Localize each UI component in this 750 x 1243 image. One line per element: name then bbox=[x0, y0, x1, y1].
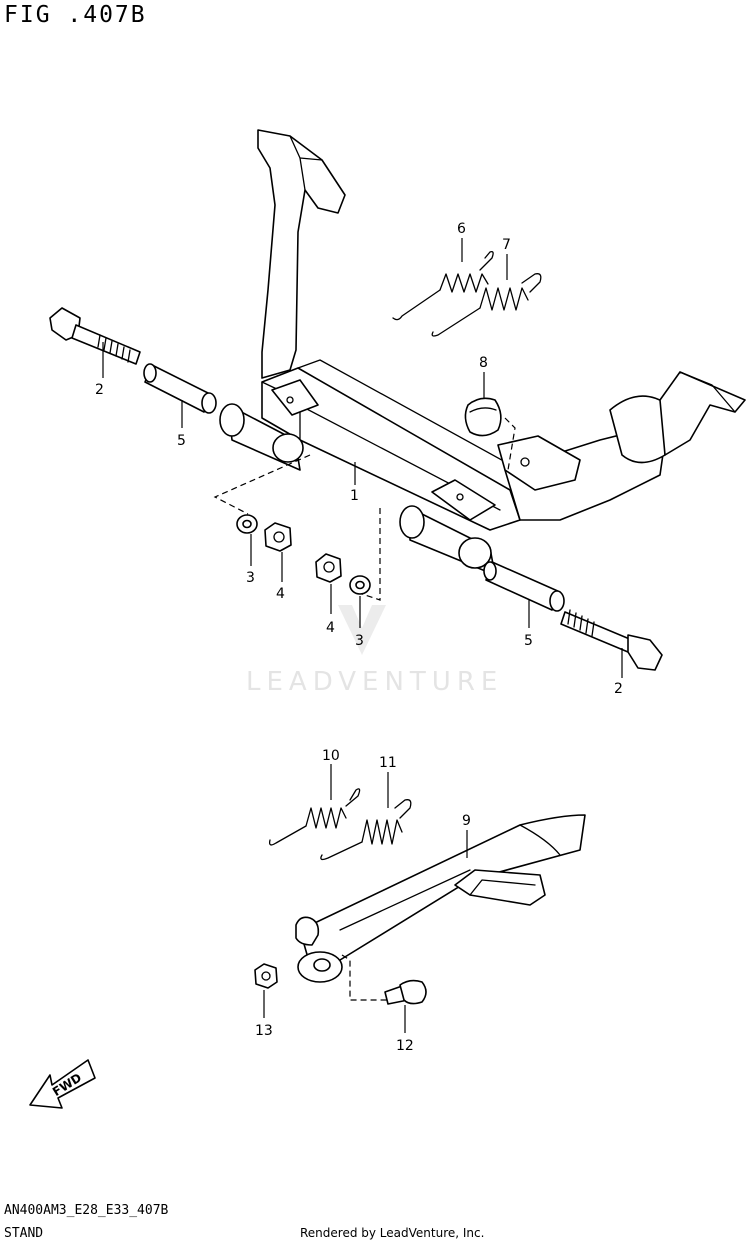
side-stand-part-9[interactable] bbox=[295, 814, 586, 983]
callout-13: 13 bbox=[255, 990, 273, 1039]
callout-2-right: 2 bbox=[614, 648, 623, 697]
pivot-bolt-part-12[interactable] bbox=[384, 979, 427, 1005]
svg-text:3: 3 bbox=[246, 570, 255, 586]
nut-part-13[interactable] bbox=[254, 963, 278, 989]
spring-part-10[interactable] bbox=[268, 788, 361, 846]
spring-part-11[interactable] bbox=[320, 799, 412, 861]
callout-10: 10 bbox=[322, 748, 340, 800]
callout-11: 11 bbox=[379, 755, 397, 808]
svg-text:12: 12 bbox=[396, 1038, 414, 1054]
svg-text:5: 5 bbox=[177, 433, 186, 449]
collar-part-5-left[interactable] bbox=[143, 363, 217, 414]
model-code: AN400AM3_E28_E33_407B bbox=[4, 1203, 169, 1218]
svg-text:9: 9 bbox=[462, 813, 471, 829]
washer-part-3-right[interactable] bbox=[349, 575, 371, 595]
svg-text:6: 6 bbox=[457, 221, 466, 237]
nut-part-4-right[interactable] bbox=[315, 553, 342, 583]
callout-5-left: 5 bbox=[177, 400, 186, 449]
callout-8: 8 bbox=[479, 355, 488, 398]
callout-4-left: 4 bbox=[276, 552, 285, 602]
washer-part-3-left[interactable] bbox=[236, 514, 258, 534]
callout-9: 9 bbox=[462, 813, 471, 858]
svg-text:4: 4 bbox=[326, 620, 335, 636]
spring-part-6[interactable] bbox=[392, 250, 494, 321]
callout-5-right: 5 bbox=[524, 600, 533, 649]
svg-text:10: 10 bbox=[322, 748, 340, 764]
svg-text:2: 2 bbox=[95, 382, 104, 398]
callout-3-right: 3 bbox=[355, 596, 364, 649]
side-stand-leader-lines bbox=[341, 954, 388, 1001]
assembly-leader-lines bbox=[213, 417, 516, 601]
center-stand-part-1[interactable] bbox=[219, 129, 746, 576]
svg-text:2: 2 bbox=[614, 681, 623, 697]
callout-1: 1 bbox=[350, 462, 359, 504]
svg-text:7: 7 bbox=[502, 237, 511, 253]
render-credit: Rendered by LeadVenture, Inc. bbox=[300, 1226, 485, 1240]
spring-part-7[interactable] bbox=[431, 273, 542, 337]
callout-2-left: 2 bbox=[95, 342, 104, 398]
svg-text:8: 8 bbox=[479, 355, 488, 371]
section-name: STAND bbox=[4, 1226, 44, 1241]
callout-12: 12 bbox=[396, 1005, 414, 1054]
svg-text:13: 13 bbox=[255, 1023, 273, 1039]
svg-text:1: 1 bbox=[350, 488, 359, 504]
fwd-arrow-icon: FWD bbox=[29, 1059, 96, 1109]
svg-text:11: 11 bbox=[379, 755, 397, 771]
svg-text:5: 5 bbox=[524, 633, 533, 649]
callout-7: 7 bbox=[502, 237, 511, 280]
callout-4-right: 4 bbox=[326, 584, 335, 636]
collar-part-5-right[interactable] bbox=[483, 561, 565, 612]
bolt-part-2-left[interactable] bbox=[49, 307, 141, 365]
nut-part-4-left[interactable] bbox=[264, 522, 292, 552]
callout-6: 6 bbox=[457, 221, 466, 262]
watermark-text: LEADVENTURE bbox=[246, 667, 503, 697]
figure-title: FIG .407B bbox=[4, 2, 147, 28]
svg-text:4: 4 bbox=[276, 586, 285, 602]
leadventure-watermark: LEADVENTURE bbox=[246, 605, 503, 697]
svg-text:3: 3 bbox=[355, 633, 364, 649]
callout-3-left: 3 bbox=[246, 534, 255, 586]
bolt-part-2-right[interactable] bbox=[560, 609, 663, 671]
cap-part-8[interactable] bbox=[464, 397, 502, 437]
